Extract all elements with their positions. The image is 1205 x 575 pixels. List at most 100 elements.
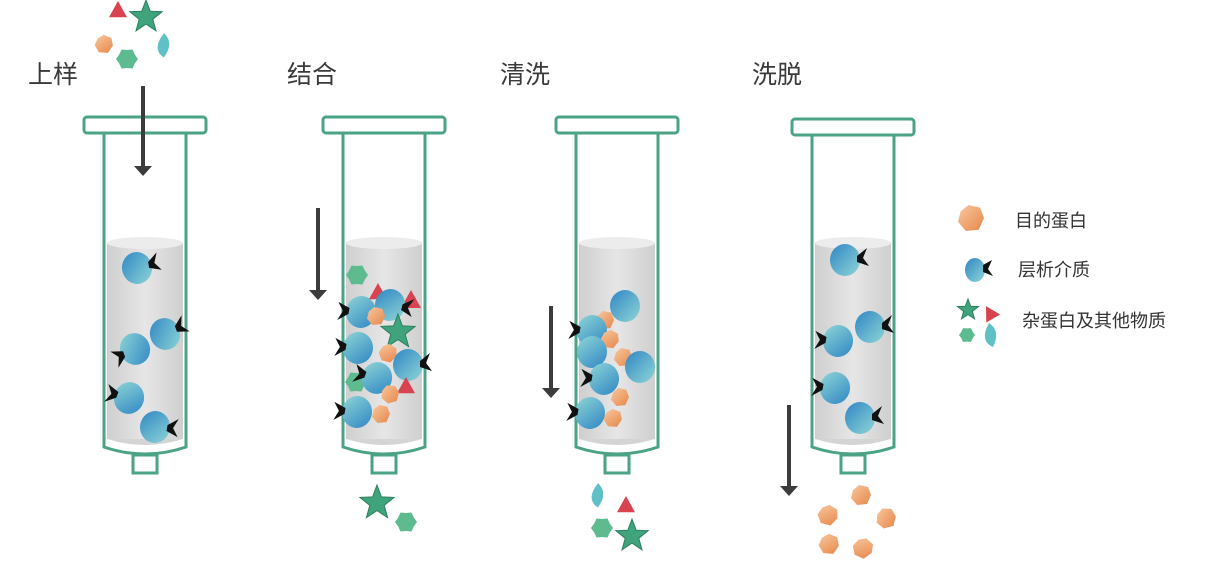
ligand	[401, 299, 415, 318]
resin-bead	[580, 363, 620, 395]
legend-label-resin: 层析介质	[1018, 260, 1090, 281]
column-rim	[790, 117, 916, 137]
arrow-washing-flow	[542, 306, 560, 398]
resin-bed-top	[346, 237, 422, 249]
resin-bed-bottom	[815, 439, 891, 445]
target-protein	[94, 34, 113, 53]
resin-bead	[610, 290, 640, 322]
arrow-elution-flow	[780, 405, 798, 496]
impurity-blob	[116, 49, 138, 69]
bead-body	[149, 318, 181, 350]
ligand	[814, 330, 827, 349]
resin-bed-top	[579, 237, 655, 249]
bead-body	[822, 325, 854, 357]
bead-body	[393, 349, 423, 381]
target-protein	[611, 388, 629, 406]
protein-body	[817, 504, 838, 526]
protein-body	[958, 205, 984, 231]
ligand	[580, 368, 593, 387]
ligand	[566, 402, 579, 421]
protein-body	[600, 329, 619, 349]
ligand	[174, 315, 190, 332]
arrow-head	[134, 166, 152, 176]
ligand	[166, 419, 179, 438]
bead-body	[819, 372, 851, 404]
bead-body	[855, 311, 885, 343]
target-protein	[372, 405, 390, 423]
step-title-loading: 上样	[28, 60, 79, 89]
impurity-leaf	[157, 33, 170, 58]
target-protein	[876, 508, 896, 529]
target-protein	[378, 343, 397, 363]
resin-bed-top	[815, 237, 891, 249]
target-protein	[852, 538, 874, 559]
protein-body	[611, 388, 629, 406]
bead-body	[342, 332, 374, 364]
resin-bead	[139, 411, 179, 443]
arrow-sample-in	[134, 86, 152, 176]
bead-body	[588, 363, 620, 395]
ligand	[872, 406, 884, 424]
impurity-star	[956, 297, 980, 321]
impurity-blob	[591, 518, 613, 538]
resin-bead-icon	[965, 258, 993, 282]
target-protein	[367, 307, 385, 325]
resin-bead	[393, 349, 432, 381]
impurity-star	[358, 483, 396, 519]
impurity-blob	[346, 265, 368, 285]
bead-body	[121, 252, 153, 284]
impurity-leaf	[591, 483, 604, 508]
ligand	[983, 260, 993, 276]
ligand	[333, 401, 346, 420]
ligand	[104, 384, 119, 402]
arrow-binding-flow	[309, 208, 327, 300]
protein-body	[818, 533, 839, 554]
ligand	[568, 320, 581, 339]
resin-bead	[352, 362, 393, 394]
arrow-head	[780, 486, 798, 496]
bead-body	[965, 258, 985, 282]
bead-body	[574, 397, 606, 429]
column-outlet	[370, 453, 398, 475]
target-protein	[603, 408, 622, 427]
target-protein	[818, 533, 839, 554]
ligand	[148, 252, 162, 270]
bead-body	[576, 336, 608, 368]
impurity-blob	[959, 328, 975, 342]
bead-body	[139, 411, 171, 443]
resin-bead	[334, 332, 374, 364]
impurity-star	[614, 517, 650, 551]
step-title-binding: 结合	[287, 60, 338, 89]
resin-bead	[855, 311, 894, 343]
resin-bed-top	[107, 237, 183, 249]
ligand	[110, 351, 126, 368]
legend-label-target-protein: 目的蛋白	[1015, 211, 1087, 232]
bead-body	[113, 382, 145, 414]
resin-bead	[121, 252, 162, 284]
ligand	[857, 248, 869, 266]
arrow-head	[309, 290, 327, 300]
protein-body	[378, 343, 397, 363]
resin-bead	[845, 402, 884, 434]
bead-body	[361, 362, 393, 394]
protein-body	[851, 485, 871, 505]
protein-body	[372, 405, 390, 423]
resin-bead	[814, 325, 854, 357]
impurity-leaf	[984, 323, 997, 347]
bead-body	[119, 333, 151, 365]
impurity-blob	[395, 512, 417, 532]
column-rim	[554, 115, 680, 135]
impurity-triangle	[617, 496, 635, 513]
impurity-star	[128, 0, 164, 32]
bead-body	[845, 402, 875, 434]
bead-body	[625, 351, 655, 383]
impurity-triangle	[986, 306, 1001, 323]
step-title-washing: 清洗	[500, 60, 551, 89]
target-protein	[851, 485, 871, 505]
protein-body	[367, 307, 385, 325]
resin-bed-bottom	[346, 439, 422, 445]
resin-bead	[811, 372, 851, 404]
ligand	[420, 353, 432, 371]
